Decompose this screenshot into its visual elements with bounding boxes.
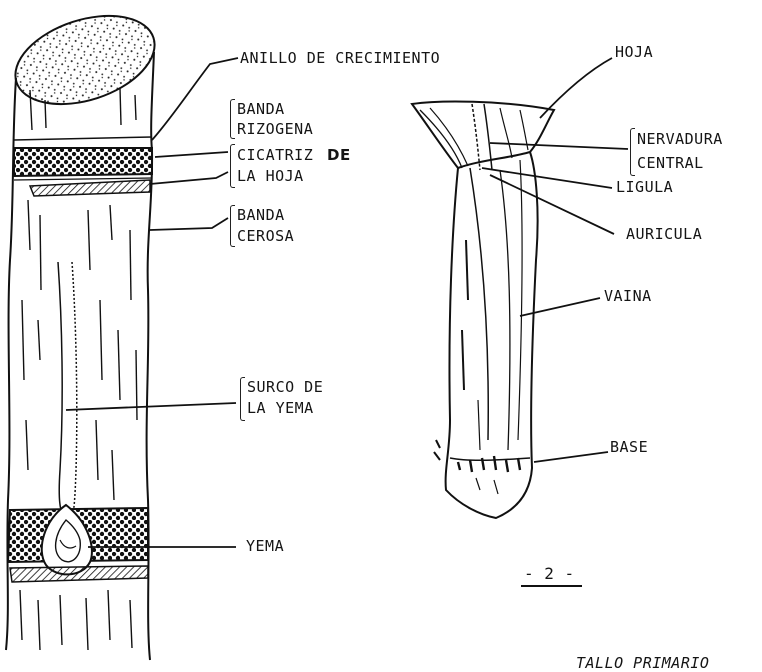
leaf-scar-band xyxy=(30,180,150,196)
leader-auricle xyxy=(490,175,614,234)
label-base: BASE xyxy=(610,439,648,455)
label-leaf-scar-line1b: DE xyxy=(327,147,351,163)
label-wax-band-line2: CEROSA xyxy=(237,228,294,244)
brace-wax-band xyxy=(230,205,235,247)
leader-bud-groove xyxy=(66,403,236,410)
leader-base xyxy=(534,452,608,462)
label-leaf-scar-line1a: CICATRIZ xyxy=(237,147,313,163)
leader-rooting-band xyxy=(155,152,228,157)
brace-leaf-scar xyxy=(230,144,235,188)
label-wax-band-line1: BANDA xyxy=(237,207,285,223)
leader-growth-ring xyxy=(152,58,238,140)
label-auricle: AURICULA xyxy=(626,226,702,242)
label-midrib-line2: CENTRAL xyxy=(637,155,704,171)
leader-sheath xyxy=(520,298,600,316)
leader-wax-band xyxy=(150,218,228,230)
label-bud: YEMA xyxy=(246,538,284,554)
label-leaf-scar-line2: LA HOJA xyxy=(237,168,304,184)
label-sheath: VAINA xyxy=(604,288,652,304)
leader-leaf-scar xyxy=(150,172,228,184)
label-rooting-band-line2: RIZOGENA xyxy=(237,121,313,137)
label-ligule: LIGULA xyxy=(616,179,673,195)
label-bud-groove-line2: LA YEMA xyxy=(247,400,314,416)
brace-midrib xyxy=(630,128,635,176)
label-midrib-line1: NERVADURA xyxy=(637,131,723,147)
brace-rooting-band xyxy=(230,99,235,139)
label-rooting-band-line1: BANDA xyxy=(237,101,285,117)
midrib xyxy=(472,104,480,170)
figure-number: - 2 - xyxy=(524,566,575,582)
brace-bud-groove xyxy=(240,377,245,421)
label-growth-ring: ANILLO DE CRECIMIENTO xyxy=(240,50,440,66)
rooting-band xyxy=(14,148,152,176)
leaf-drawing xyxy=(412,102,554,518)
caption: TALLO PRIMARIO xyxy=(576,655,709,671)
label-leaf: HOJA xyxy=(615,44,653,60)
leader-midrib xyxy=(490,143,628,149)
stalk-top-cut xyxy=(4,0,166,120)
label-bud-groove-line1: SURCO DE xyxy=(247,379,323,395)
stalk-drawing xyxy=(4,0,166,660)
bud-groove xyxy=(58,262,64,520)
